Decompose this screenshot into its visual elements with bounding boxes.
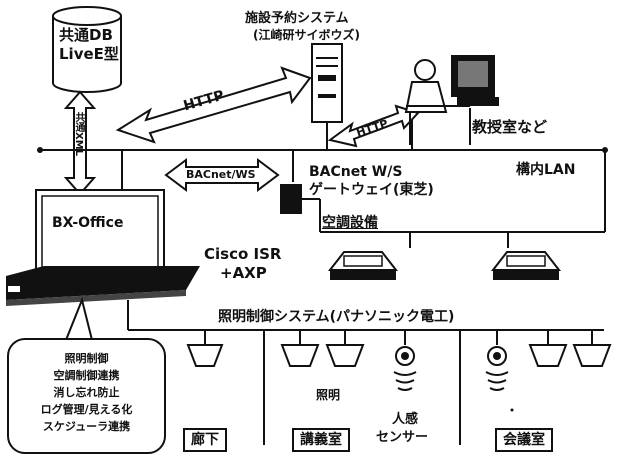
motion-sensor-icon [393,346,417,391]
gateway-subtitle: ゲートウェイ(東芝) [309,182,434,198]
room-label-corridor: 廊下 [183,428,227,452]
bacnet-ws-arrow-label: BACnet/WS [186,168,256,181]
reservation-system-subtitle: (江崎研サイボウズ) [253,28,360,42]
sensor-label-line2: センサー [376,430,429,445]
professor-computer-icon [404,55,499,145]
reservation-system-title: 施設予約システム [245,11,349,26]
lighting-system-label: 照明制御システム(パナソニック電工) [218,309,455,325]
air-conditioner-icon [490,251,562,280]
motion-sensor-icon [485,346,509,391]
cisco-title: Cisco ISR [204,245,282,263]
professor-room-label: 教授室など [472,118,548,136]
air-equipment-label: 空調設備 [322,215,378,231]
sensor-label-line1: 人感 [392,412,419,427]
campus-lan-label: 構内LAN [516,162,576,178]
gateway-title: BACnet W/S [309,164,403,180]
bx-office-label: BX-Office [52,215,124,231]
lighting-label: 照明 [316,388,341,402]
db-title: 共通DB [59,26,113,44]
router-icon [6,266,200,306]
feature-item: 消し忘れ防止 [53,386,120,399]
database-icon [52,6,122,93]
cisco-subtitle: +AXP [220,264,267,282]
server-icon [311,43,343,123]
gateway-box [280,184,302,214]
monitor-icon [35,180,165,275]
http-arrow-left [115,66,312,144]
db-subtitle: LiveE型 [59,45,119,63]
feature-list: 照明制御 空調制御連携 消し忘れ防止 ログ管理/見える化 スケジューラ連携 [9,340,164,435]
feature-item: 照明制御 [64,352,109,365]
room-label-meeting: 会議室 [495,428,553,452]
lamp-icon [186,344,612,367]
air-conditioner-icon [327,251,399,280]
feature-callout: 照明制御 空調制御連携 消し忘れ防止 ログ管理/見える化 スケジューラ連携 [7,338,166,454]
bacnet-ws-arrow [164,158,280,192]
room-label-lecture: 講義室 [292,428,350,452]
feature-item: 空調制御連携 [53,369,120,382]
xml-link-label: 共通XML [73,112,84,157]
feature-item: ログ管理/見える化 [40,403,133,416]
feature-item: スケジューラ連携 [42,420,131,433]
